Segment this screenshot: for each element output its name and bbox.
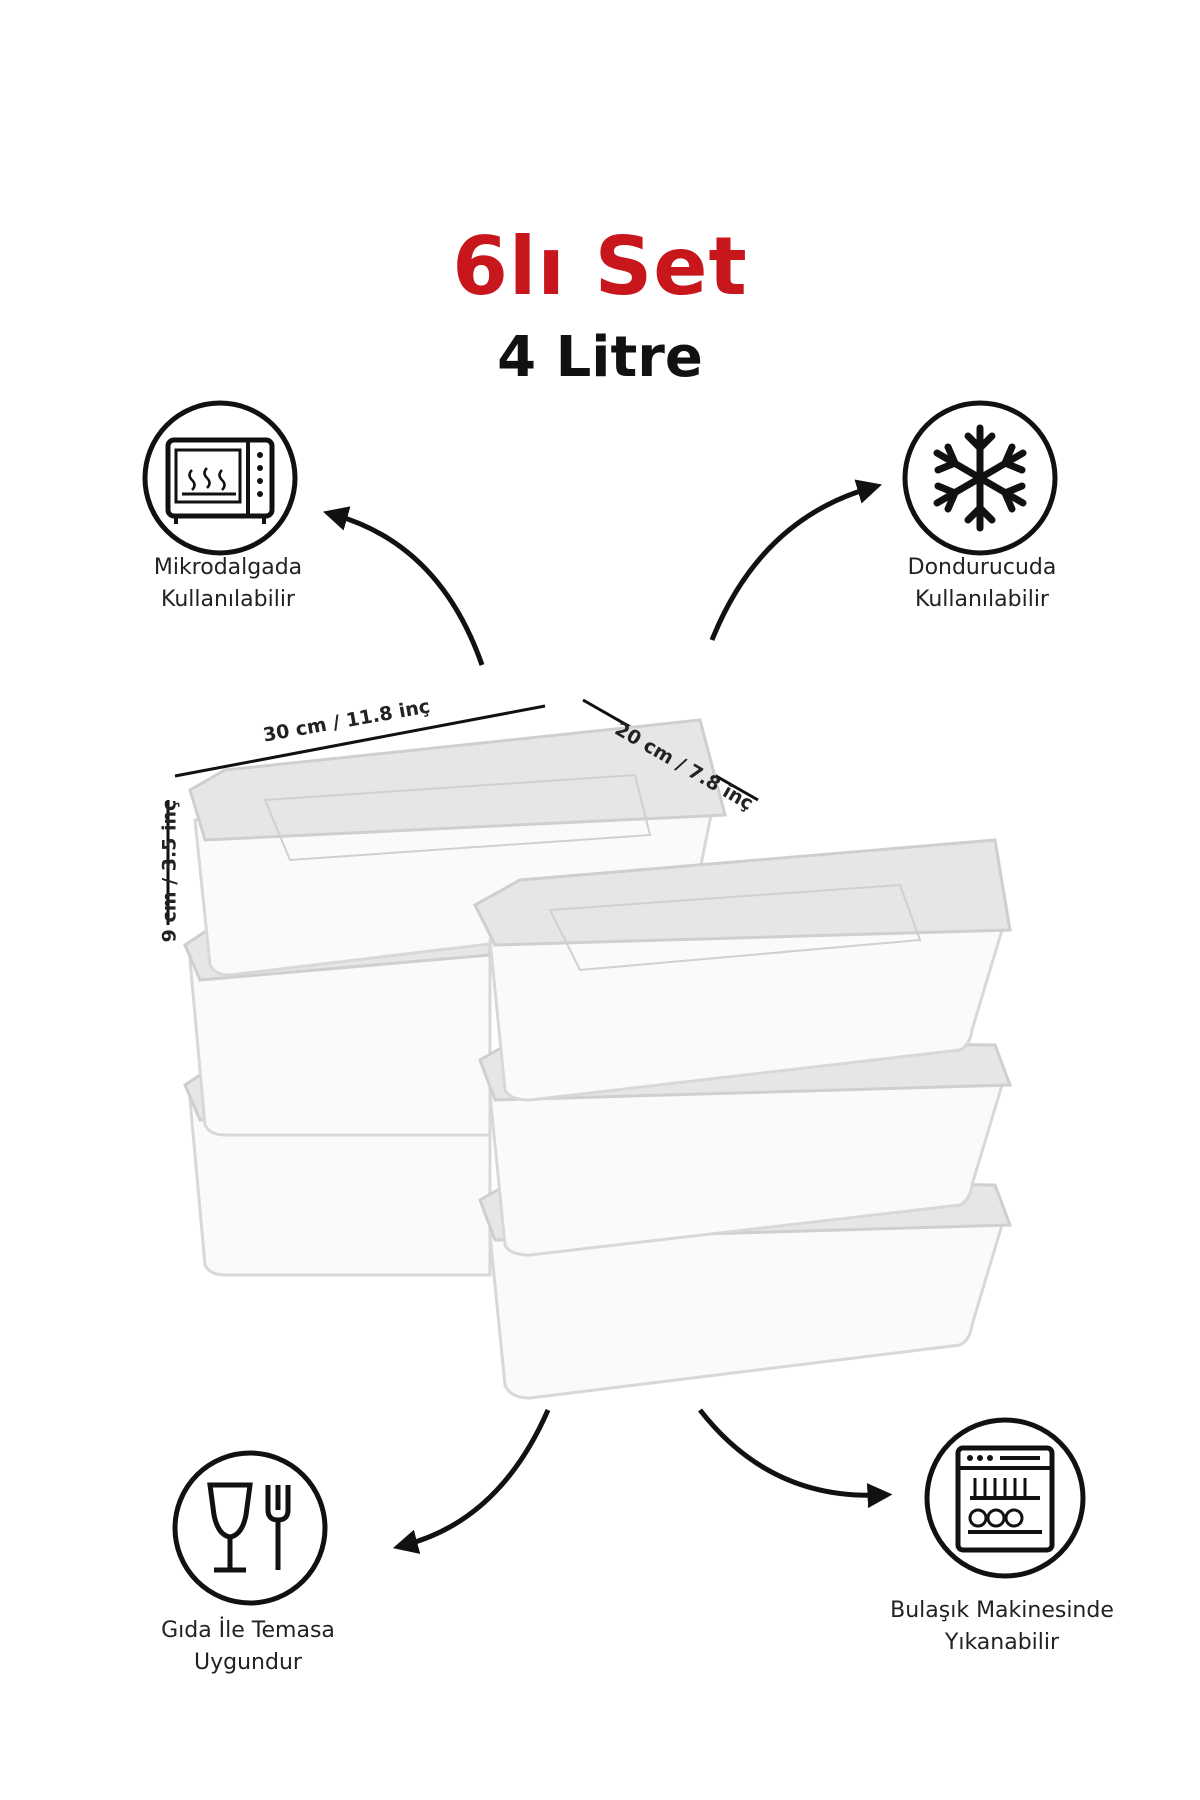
dishwasher-icon [924, 1417, 1086, 1579]
snowflake-icon [902, 400, 1058, 556]
dishwasher-label: Bulaşık Makinesinde Yıkanabilir [852, 1595, 1152, 1659]
microwave-label-line1: Mikrodalgada [153, 555, 303, 580]
container-stack-left [183, 718, 727, 1277]
freezer-label-line2: Kullanılabilir [915, 587, 1049, 612]
dishwasher-label-line1: Bulaşık Makinesinde [890, 1598, 1114, 1623]
freezer-label: Dondurucuda Kullanılabilir [832, 552, 1132, 616]
dishwasher-label-line2: Yıkanabilir [944, 1630, 1060, 1655]
container-stack-right [473, 838, 1013, 1400]
set-title: 6lı Set [452, 220, 748, 313]
freezer-label-line1: Dondurucuda [907, 555, 1057, 580]
microwave-label: Mikrodalgada Kullanılabilir [78, 552, 378, 616]
glass-fork-icon [172, 1450, 328, 1606]
food-safe-label-line1: Gıda İle Temasa [161, 1618, 335, 1643]
feature-arrows [322, 479, 893, 1554]
microwave-icon [142, 400, 298, 556]
food-safe-label-line2: Uygundur [194, 1650, 302, 1675]
food-safe-label: Gıda İle Temasa Uygundur [98, 1615, 398, 1679]
microwave-label-line2: Kullanılabilir [161, 587, 295, 612]
height-dimension: 9 cm / 3.5 inç [158, 799, 181, 943]
volume-subtitle: 4 Litre [497, 325, 703, 390]
